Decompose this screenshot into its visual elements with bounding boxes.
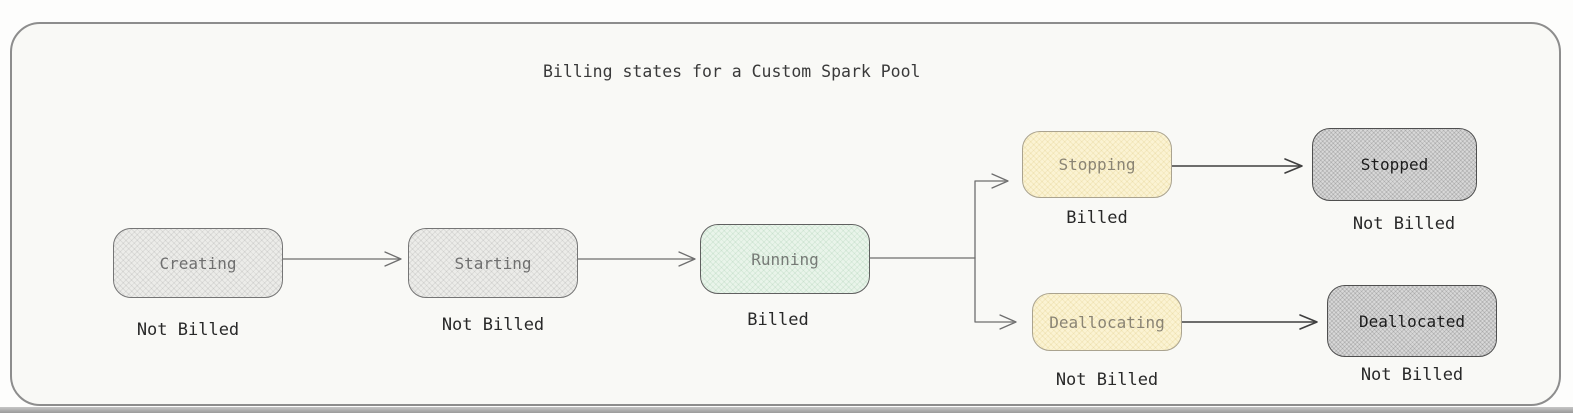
billing-label-starting: Not Billed xyxy=(441,315,545,335)
billing-label-deallocating: Not Billed xyxy=(1055,370,1159,390)
billing-label-creating: Not Billed xyxy=(136,320,240,340)
node-creating-label: Creating xyxy=(159,253,237,273)
diagram-frame xyxy=(10,22,1561,406)
node-deallocating-label: Deallocating xyxy=(1049,312,1165,332)
node-starting-label: Starting xyxy=(454,253,532,273)
billing-label-deallocated: Not Billed xyxy=(1360,365,1464,385)
billing-label-stopped: Not Billed xyxy=(1352,214,1456,234)
node-running: Running xyxy=(700,224,870,294)
node-deallocated-label: Deallocated xyxy=(1359,311,1465,331)
node-stopped-label: Stopped xyxy=(1360,155,1429,174)
node-running-label: Running xyxy=(751,249,819,269)
node-deallocated: Deallocated xyxy=(1327,285,1497,357)
node-deallocating: Deallocating xyxy=(1032,293,1182,351)
node-stopping-label: Stopping xyxy=(1058,155,1136,174)
node-stopping: Stopping xyxy=(1022,131,1172,198)
billing-label-stopping: Billed xyxy=(1066,208,1128,228)
diagram-title: Billing states for a Custom Spark Pool xyxy=(543,62,921,81)
window-bottom-edge xyxy=(0,407,1573,413)
node-creating: Creating xyxy=(113,228,283,298)
node-starting: Starting xyxy=(408,228,578,298)
billing-label-running: Billed xyxy=(747,310,809,330)
node-stopped: Stopped xyxy=(1312,128,1477,201)
